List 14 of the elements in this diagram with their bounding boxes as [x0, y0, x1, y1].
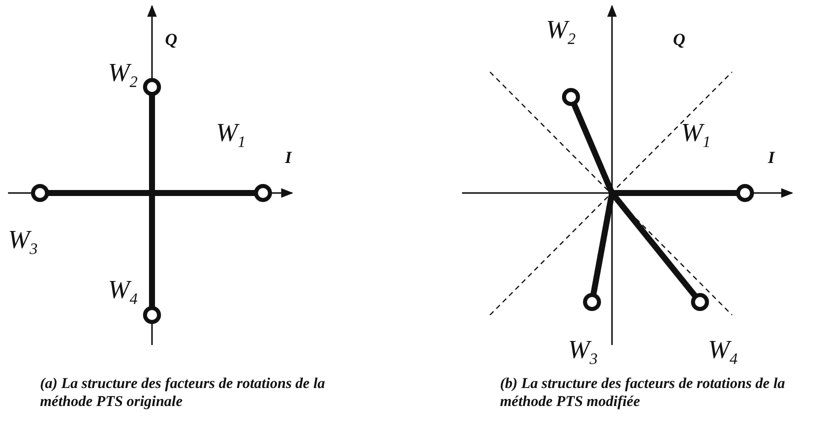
point-label: W$_{2}$	[546, 15, 576, 50]
caption: (a) La structure des facteurs de rotations de la méthode PTS originale	[40, 375, 326, 411]
axis-label: I	[285, 148, 292, 168]
point-label: W$_{4}$	[108, 275, 138, 310]
point-label: W$_{1}$	[216, 118, 246, 152]
axis-label: I	[768, 148, 775, 168]
point-label: W$_{3}$	[568, 335, 598, 370]
axis-label: Q	[673, 30, 686, 50]
axis-label: Q	[165, 30, 178, 50]
caption: (b) La structure des facteurs de rotations de la méthode PTS modifiée	[500, 375, 786, 411]
point-label: W$_{4}$	[708, 335, 738, 370]
point-label: W$_{3}$	[8, 225, 38, 260]
point-label: W$_{1}$	[681, 118, 711, 152]
point-label: W$_{2}$	[108, 58, 138, 92]
